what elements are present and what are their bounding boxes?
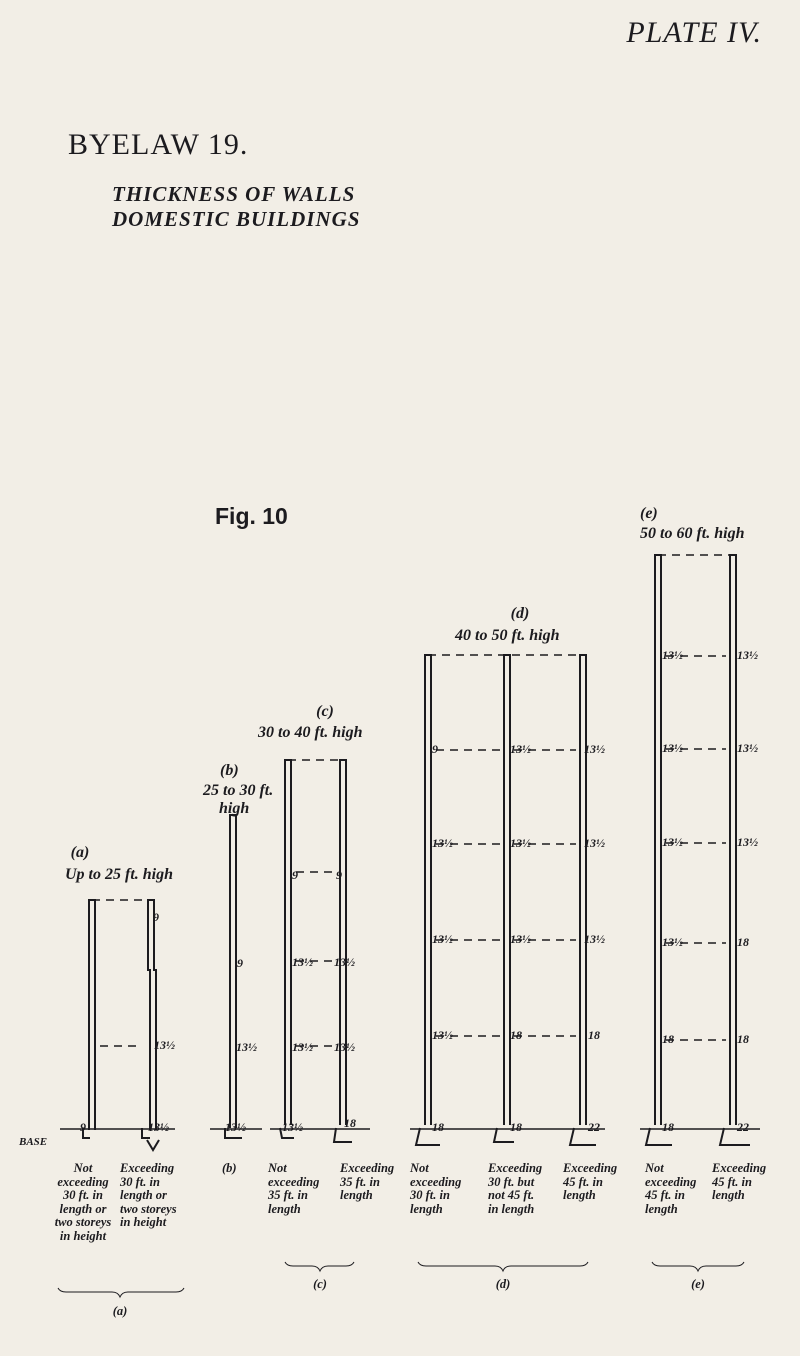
subtitle-line-1: THICKNESS OF WALLS xyxy=(112,182,356,206)
label-d-mid-3: 13½ xyxy=(510,932,531,946)
panel-a-height: Up to 25 ft. high xyxy=(65,866,174,883)
label-c-right-13half-2: 13½ xyxy=(334,1040,355,1054)
panel-c-walls xyxy=(279,759,352,1143)
label-e-left-5: 18 xyxy=(662,1032,674,1046)
panel-e-letter: (e) xyxy=(640,505,658,522)
panel-b-letter: (b) xyxy=(220,762,239,779)
label-c-right-9: 9 xyxy=(336,868,342,882)
label-d-left-base: 18 xyxy=(432,1120,444,1134)
caption-b-label: (b) xyxy=(222,1161,237,1175)
label-a-base-9: 9 xyxy=(80,1120,86,1134)
label-d-left-2: 13½ xyxy=(432,836,453,850)
label-e-left-4: 13½ xyxy=(662,935,683,949)
byelaw-title: BYELAW 19. xyxy=(68,128,249,161)
panel-b-height-2: high xyxy=(219,800,250,817)
label-d-mid-2: 13½ xyxy=(510,836,531,850)
label-e-left-1: 13½ xyxy=(662,648,683,662)
label-e-right-5: 18 xyxy=(737,1032,749,1046)
label-d-right-3: 13½ xyxy=(584,932,605,946)
panel-d-height: 40 to 50 ft. high xyxy=(455,627,560,644)
panel-e-height: 50 to 60 ft. high xyxy=(640,525,745,542)
label-d-mid-4: 18 xyxy=(510,1028,522,1042)
label-e-right-1: 13½ xyxy=(737,648,758,662)
panel-c-letter: (c) xyxy=(316,703,334,720)
label-d-left-4: 13½ xyxy=(432,1028,453,1042)
base-label: BASE xyxy=(19,1136,48,1148)
label-e-right-2: 13½ xyxy=(737,741,758,755)
label-c-left-9: 9 xyxy=(292,868,298,882)
label-c-left-13half-1: 13½ xyxy=(292,955,313,969)
label-c-right-13half-1: 13½ xyxy=(334,955,355,969)
label-d-mid-1: 13½ xyxy=(510,742,531,756)
label-e-right-4: 18 xyxy=(737,935,749,949)
subtitle-line-2: DOMESTIC BUILDINGS xyxy=(112,207,361,231)
caption-c-group: (c) xyxy=(313,1277,327,1291)
label-e-left-3: 13½ xyxy=(662,835,683,849)
label-b-mid-13half: 13½ xyxy=(236,1040,257,1054)
panel-c-height: 30 to 40 ft. high xyxy=(258,724,363,741)
label-e-left-2: 13½ xyxy=(662,741,683,755)
label-d-left-3: 13½ xyxy=(432,932,453,946)
panel-b-height-1: 25 to 30 ft. xyxy=(203,782,274,799)
label-d-right-4: 18 xyxy=(588,1028,600,1042)
label-d-right-base: 22 xyxy=(588,1120,600,1134)
label-d-mid-base: 18 xyxy=(510,1120,522,1134)
label-d-right-1: 13½ xyxy=(584,742,605,756)
label-b-base-13half: 13½ xyxy=(225,1120,246,1134)
caption-a-group: (a) xyxy=(112,1304,128,1318)
panel-a-walls xyxy=(82,899,160,1152)
panel-d-letter: (d) xyxy=(510,605,530,622)
label-d-left-1: 9 xyxy=(432,742,438,756)
panel-a-letter: (a) xyxy=(70,844,90,861)
label-d-right-2: 13½ xyxy=(584,836,605,850)
panel-d-walls xyxy=(414,654,596,1146)
label-c-right-base: 18 xyxy=(344,1116,356,1130)
caption-e-group: (e) xyxy=(691,1277,705,1291)
panel-b-walls xyxy=(224,814,242,1139)
label-c-left-13half-2: 13½ xyxy=(292,1040,313,1054)
label-e-right-base: 22 xyxy=(737,1120,749,1134)
label-c-left-base: 13½ xyxy=(282,1120,303,1134)
label-a-base-13half: 13½ xyxy=(148,1120,169,1134)
figure-label: Fig. 10 xyxy=(215,503,288,529)
label-a-mid-13half: 13½ xyxy=(154,1038,175,1052)
label-e-left-base: 18 xyxy=(662,1120,674,1134)
panel-e-walls xyxy=(644,554,750,1146)
label-b-upper-9: 9 xyxy=(237,956,243,970)
caption-d-group: (d) xyxy=(495,1277,511,1291)
plate-number: PLATE IV. xyxy=(626,16,762,49)
label-e-right-3: 13½ xyxy=(737,835,758,849)
label-a-upper-9: 9 xyxy=(153,910,159,924)
